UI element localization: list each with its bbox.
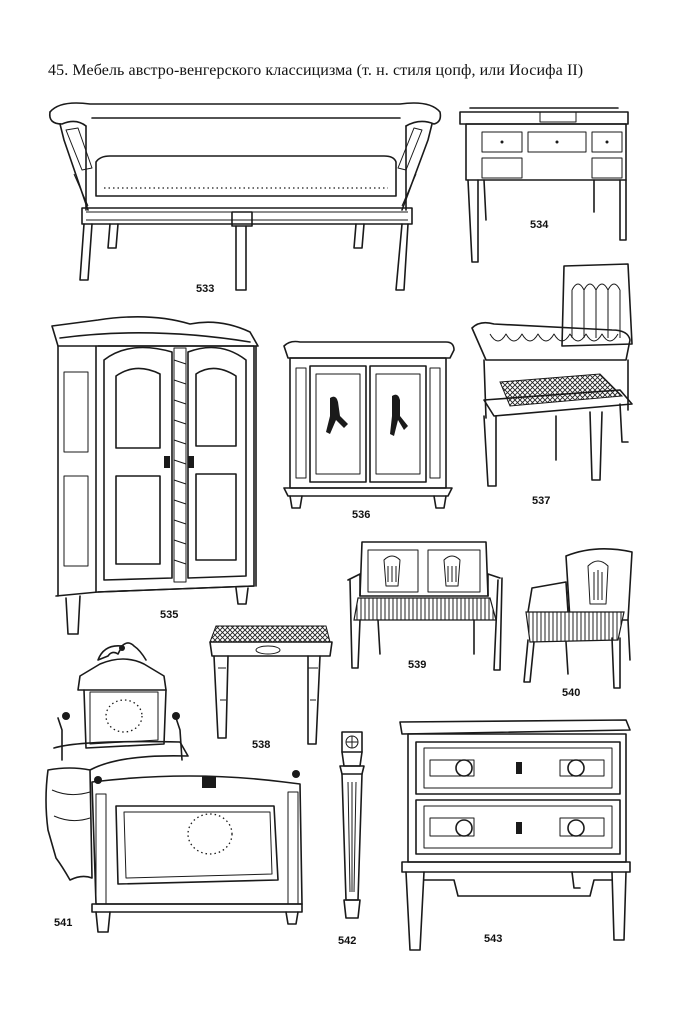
figure-number-541: 541	[54, 917, 72, 929]
armchair-gothic-drawing: 537	[471, 263, 633, 507]
cabinet-drawing: 536	[283, 340, 455, 521]
commode-drawing: 543	[399, 719, 631, 951]
stool-drawing: 538	[209, 625, 333, 751]
figure-number-540: 540	[562, 687, 580, 699]
leg-detail-drawing: 542	[338, 731, 365, 947]
figure-number-533: 533	[196, 283, 214, 295]
figure-number-542: 542	[338, 935, 356, 947]
writing-desk-drawing: 534	[459, 107, 629, 263]
settee-drawing: 539	[347, 541, 503, 671]
figure-number-539: 539	[408, 659, 426, 671]
figure-number-538: 538	[252, 739, 270, 751]
figure-number-536: 536	[352, 509, 370, 521]
figure-number-537: 537	[532, 495, 550, 507]
figure-number-534: 534	[530, 219, 549, 231]
wardrobe-drawing: 535	[51, 316, 259, 635]
figure-number-535: 535	[160, 609, 178, 621]
sofa-drawing: 533	[48, 102, 442, 295]
page-title: 45. Мебель австро-венгерского классицизм…	[48, 62, 584, 79]
bed-drawing: 541	[45, 642, 303, 933]
figure-number-543: 543	[484, 933, 502, 945]
armchair-lyre-drawing: 540	[523, 548, 633, 699]
